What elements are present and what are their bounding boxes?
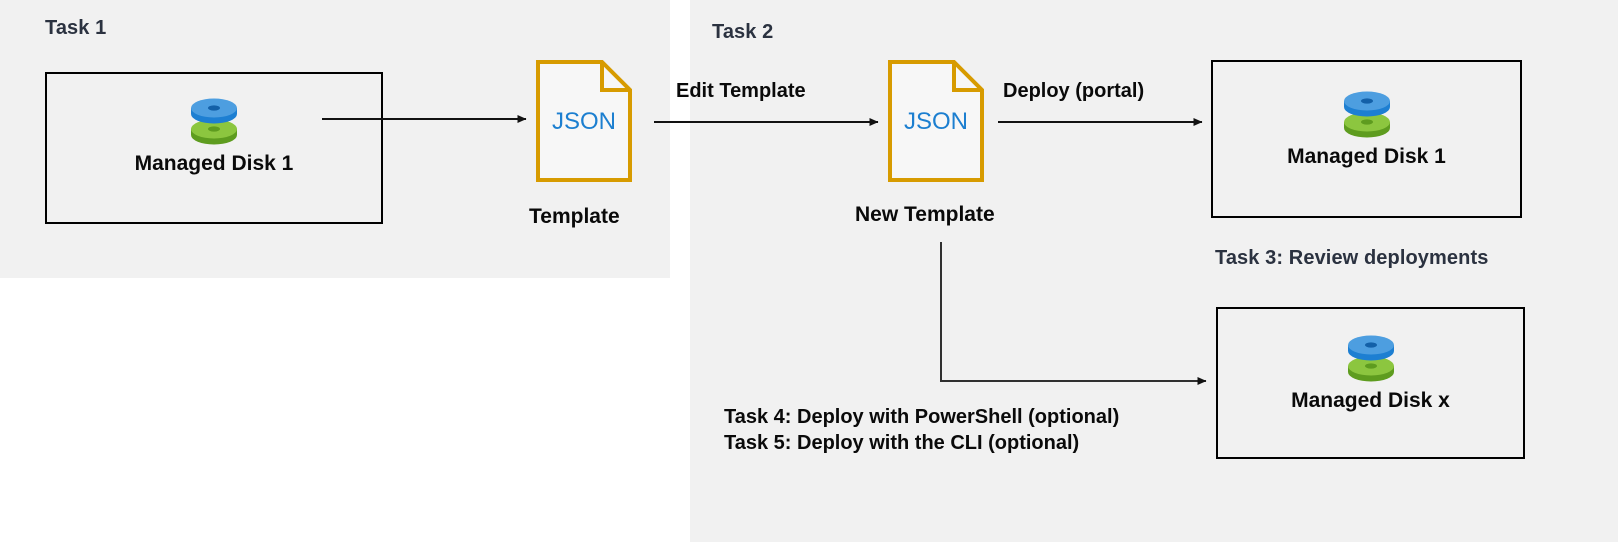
- managed-disk-1-box-left: Managed Disk 1: [45, 72, 383, 224]
- managed-disk-1-content-right: Managed Disk 1: [1213, 87, 1520, 169]
- optional-tasks-block: Task 4: Deploy with PowerShell (optional…: [724, 404, 1119, 456]
- managed-disk-1-label-left: Managed Disk 1: [134, 152, 294, 175]
- json-file-icon-new-template: JSON: [888, 60, 984, 182]
- managed-disk-x-label: Managed Disk x: [1291, 389, 1450, 412]
- managed-disk-icon: [1342, 331, 1400, 383]
- managed-disk-icon: [1338, 87, 1396, 139]
- managed-disk-x-content: Managed Disk x: [1218, 331, 1523, 413]
- task1-heading: Task 1: [45, 17, 107, 39]
- edit-template-edge-label: Edit Template: [676, 80, 806, 102]
- task4-label: Task 4: Deploy with PowerShell (optional…: [724, 406, 1120, 428]
- task5-label: Task 5: Deploy with the CLI (optional): [724, 432, 1080, 454]
- new-template-caption: New Template: [855, 203, 995, 226]
- task3-heading: Task 3: Review deployments: [1215, 247, 1489, 269]
- task2-heading: Task 2: [712, 21, 774, 43]
- managed-disk-icon: [185, 94, 243, 146]
- json-file-icon-template: JSON: [536, 60, 632, 182]
- managed-disk-x-box: Managed Disk x: [1216, 307, 1525, 459]
- managed-disk-1-content-left: Managed Disk 1: [47, 94, 381, 176]
- managed-disk-1-box-right: Managed Disk 1: [1211, 60, 1522, 218]
- deploy-portal-edge-label: Deploy (portal): [1003, 80, 1145, 102]
- managed-disk-1-label-right: Managed Disk 1: [1287, 145, 1446, 168]
- template-caption: Template: [529, 205, 620, 228]
